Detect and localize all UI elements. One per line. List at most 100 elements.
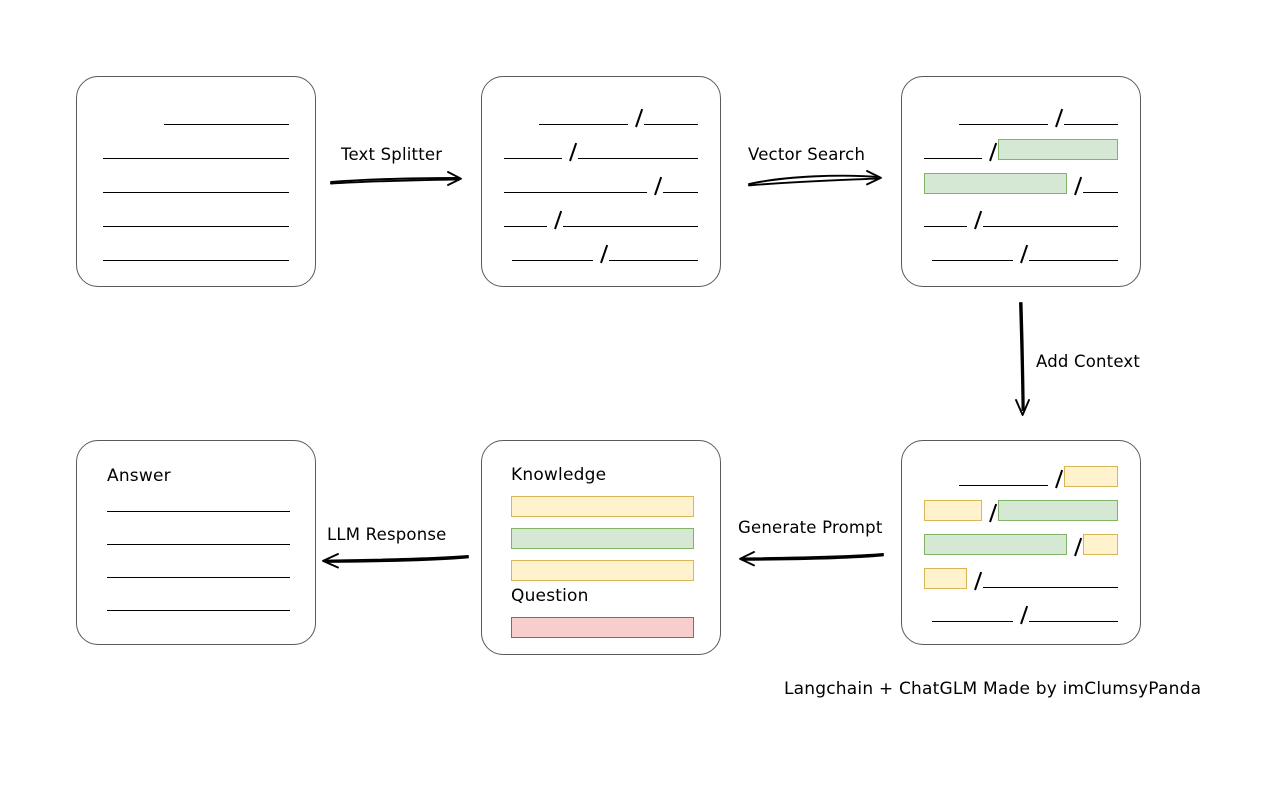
chunk-row [924, 560, 1119, 594]
matched-chunks-card[interactable] [901, 76, 1141, 287]
chunk-row [924, 199, 1119, 233]
arrow-vector-search [748, 170, 882, 187]
text-segment [103, 131, 289, 165]
text-segment [504, 199, 547, 233]
split-chunks-card[interactable] [481, 76, 721, 287]
row-indent [924, 594, 932, 628]
source-document-card[interactable] [76, 76, 316, 287]
green-highlight-segment [924, 533, 1068, 555]
chunk-separator-slash [1048, 458, 1064, 492]
chunk-separator-slash [967, 560, 983, 594]
chunk-separator-slash [562, 131, 578, 165]
yellow-highlight-segment [1083, 533, 1118, 555]
chunk-row [103, 97, 289, 131]
chunk-row [924, 165, 1118, 199]
edge-label-vector-search: Vector Search [748, 145, 866, 164]
chunk-separator-slash [982, 492, 998, 526]
text-segment [982, 199, 1119, 233]
chunk-row [924, 458, 1118, 492]
green-highlight-segment [998, 499, 1118, 521]
chunk-separator-slash [547, 199, 563, 233]
arrow-add-context [1015, 302, 1030, 416]
text-segment [931, 594, 1014, 628]
answer-line [107, 610, 290, 611]
arrow-llm-response [322, 553, 469, 569]
text-segment [1063, 97, 1119, 131]
yellow-highlight-segment [924, 567, 967, 589]
chunk-row [924, 492, 1118, 526]
edge-label-text-splitter: Text Splitter [341, 145, 443, 164]
context-chunks-rows [902, 441, 1140, 644]
yellow-highlight-segment [1063, 465, 1118, 487]
text-segment [511, 233, 594, 267]
chunk-row [924, 131, 1118, 165]
text-segment [504, 165, 648, 199]
chunk-row [504, 233, 698, 267]
text-segment [578, 131, 698, 165]
text-segment [103, 233, 289, 267]
arrow-text-splitter [330, 171, 462, 186]
split-chunks-rows [482, 77, 720, 286]
edge-label-generate-prompt: Generate Prompt [738, 518, 883, 537]
context-chunks-card[interactable] [901, 440, 1141, 645]
green-highlight-segment [924, 172, 1068, 194]
chunk-separator-slash [628, 97, 644, 131]
chunk-separator-slash [1048, 97, 1064, 131]
chunk-separator-slash [647, 165, 663, 199]
text-segment [1029, 233, 1118, 267]
row-indent [103, 97, 164, 131]
knowledge-heading: Knowledge [511, 465, 607, 485]
chunk-row [103, 199, 289, 233]
chunk-row [103, 165, 289, 199]
chunk-separator-slash [1067, 526, 1083, 560]
prompt-card[interactable]: Knowledge Question [481, 440, 721, 655]
answer-line [107, 577, 290, 578]
text-segment [504, 131, 563, 165]
chunk-separator-slash [967, 199, 983, 233]
knowledge-bar-2 [511, 528, 694, 549]
text-segment [609, 233, 698, 267]
text-segment [924, 131, 983, 165]
text-segment [958, 458, 1048, 492]
chunk-row [504, 97, 699, 131]
matched-chunks-rows [902, 77, 1140, 286]
text-segment [663, 165, 698, 199]
chunk-separator-slash [1067, 165, 1083, 199]
text-segment [958, 97, 1048, 131]
chunk-row [924, 233, 1118, 267]
text-segment [538, 97, 628, 131]
edge-label-add-context: Add Context [1036, 352, 1141, 371]
chunk-separator-slash [1013, 594, 1029, 628]
text-segment [924, 199, 967, 233]
knowledge-bar-3 [511, 560, 694, 581]
text-segment [931, 233, 1014, 267]
chunk-row [924, 594, 1118, 628]
row-indent [504, 97, 539, 131]
chunk-row [924, 526, 1118, 560]
text-segment [103, 165, 289, 199]
knowledge-bar-1 [511, 496, 694, 517]
answer-line [107, 544, 290, 545]
chunk-row [504, 199, 699, 233]
chunk-row [924, 97, 1119, 131]
question-bar-1 [511, 617, 694, 638]
chunk-row [504, 131, 698, 165]
answer-card[interactable]: Answer [76, 440, 316, 645]
text-segment [103, 199, 289, 233]
source-document-rows [77, 77, 315, 286]
row-indent [924, 97, 959, 131]
text-segment [1083, 165, 1118, 199]
green-highlight-segment [998, 138, 1118, 160]
row-indent [924, 233, 932, 267]
answer-heading: Answer [107, 466, 171, 486]
chunk-row [103, 233, 289, 267]
text-segment [982, 560, 1119, 594]
chunk-separator-slash [593, 233, 609, 267]
text-segment [1029, 594, 1118, 628]
edge-label-llm-response: LLM Response [327, 525, 447, 544]
text-segment [562, 199, 699, 233]
question-heading: Question [511, 586, 589, 606]
chunk-row [504, 165, 698, 199]
text-segment [643, 97, 699, 131]
